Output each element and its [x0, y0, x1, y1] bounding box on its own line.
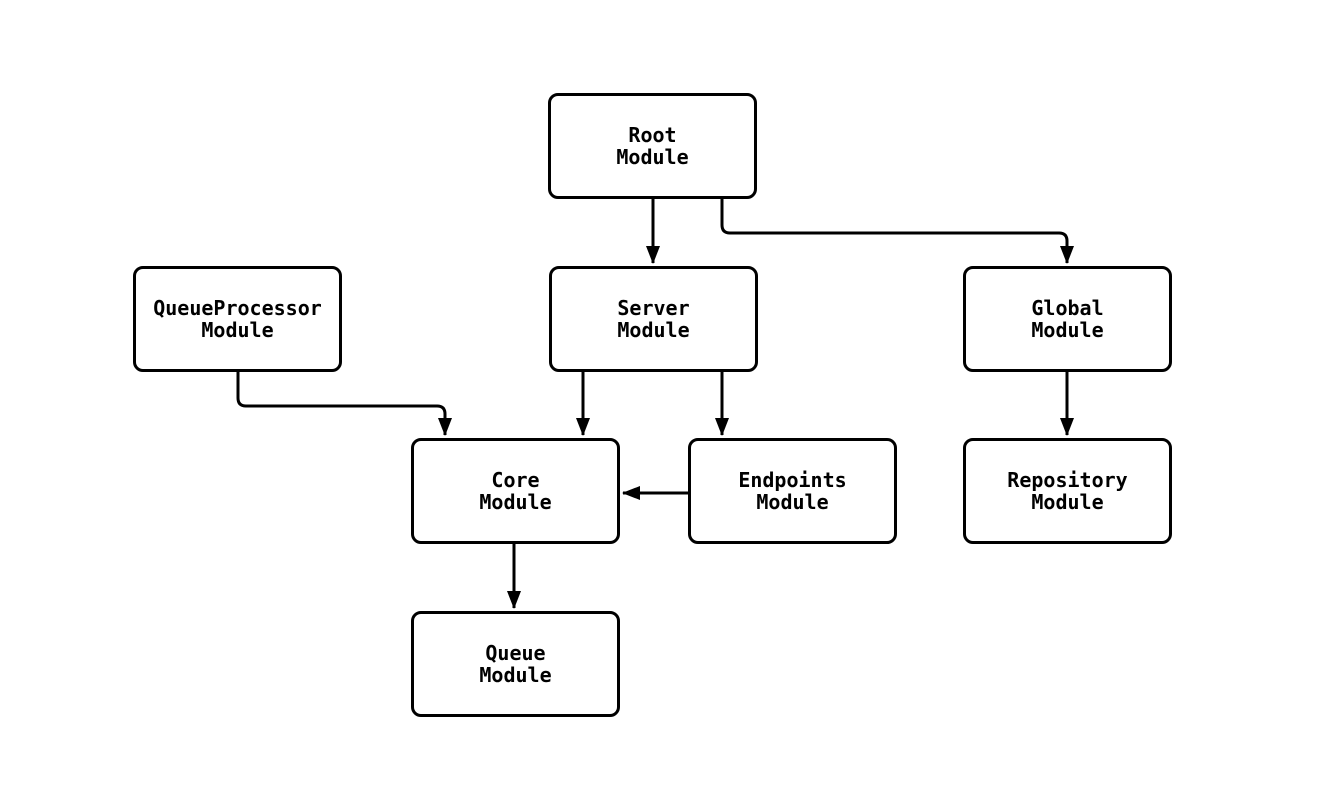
- node-server-module-label: Server Module: [617, 296, 690, 342]
- node-server-module: Server Module: [549, 266, 758, 372]
- node-global-module: Global Module: [963, 266, 1172, 372]
- node-repository-module-label: Repository Module: [1007, 468, 1128, 514]
- edge-root-to-global: [720, 198, 1074, 264]
- node-endpoints-module-label: Endpoints Module: [738, 468, 847, 514]
- node-queue-module-label: Queue Module: [479, 641, 552, 687]
- node-queueprocessor-module-label: QueueProcessor Module: [153, 296, 322, 342]
- node-global-module-label: Global Module: [1031, 296, 1104, 342]
- node-root-module: Root Module: [548, 93, 757, 199]
- node-queueprocessor-module: QueueProcessor Module: [133, 266, 342, 372]
- node-endpoints-module: Endpoints Module: [688, 438, 897, 544]
- node-core-module-label: Core Module: [479, 468, 552, 514]
- node-queue-module: Queue Module: [411, 611, 620, 717]
- node-root-module-label: Root Module: [616, 123, 689, 169]
- node-repository-module: Repository Module: [963, 438, 1172, 544]
- edge-queueprocessor-to-core: [236, 372, 452, 436]
- node-core-module: Core Module: [411, 438, 620, 544]
